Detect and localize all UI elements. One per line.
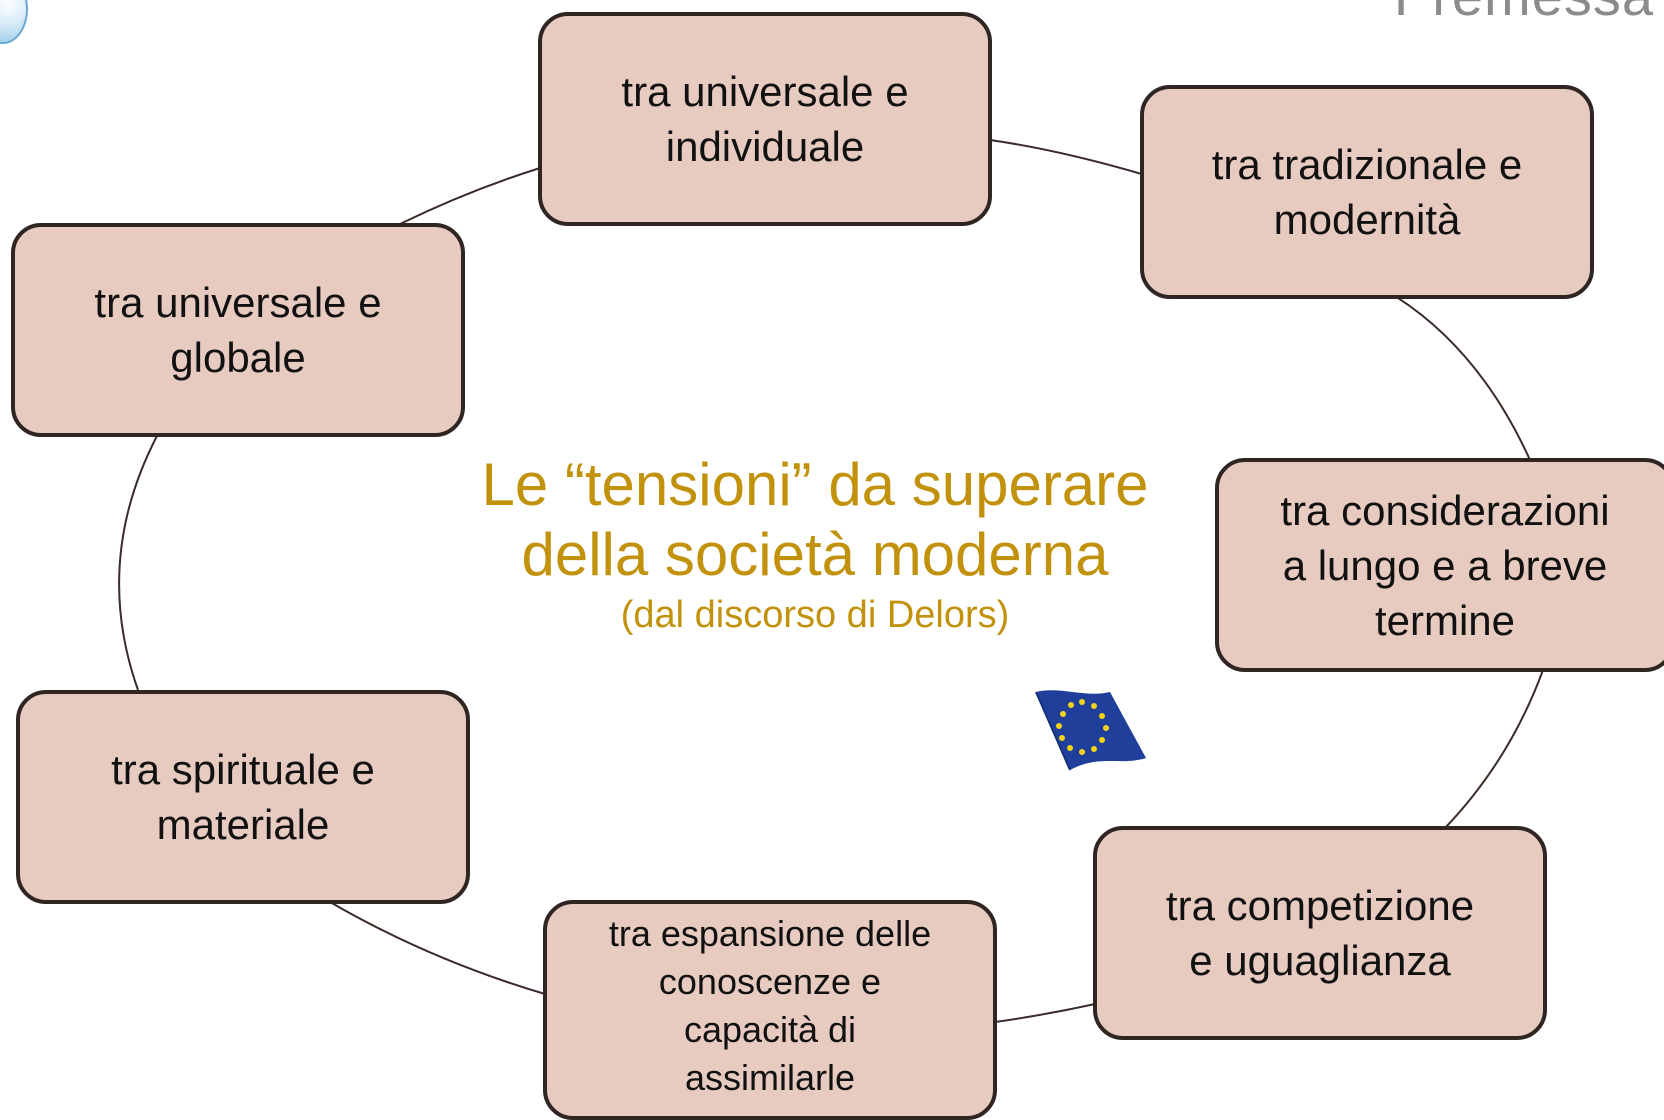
connector-considerazioni-competizione bbox=[1444, 669, 1544, 829]
connector-competizione-espansione bbox=[994, 1003, 1096, 1023]
node-competizione-uguaglianza: tra competizione e uguaglianza bbox=[1093, 826, 1547, 1040]
node-considerazioni-termine: tra considerazioni a lungo e a breve ter… bbox=[1215, 458, 1664, 672]
connector-globale-individuale bbox=[399, 167, 541, 225]
connector-espansione-spirituale bbox=[329, 901, 546, 995]
node-spirituale-materiale: tra spirituale e materiale bbox=[16, 690, 470, 904]
connector-tradizionale-considerazioni bbox=[1394, 295, 1531, 461]
node-tradizionale-modernita: tra tradizionale e modernità bbox=[1140, 85, 1594, 299]
eu-flag-icon bbox=[1035, 690, 1146, 771]
connector-spirituale-globale bbox=[118, 433, 159, 691]
center-subtitle: (dal discorso di Delors) bbox=[620, 594, 1010, 636]
connector-individuale-tradizionale bbox=[989, 139, 1146, 176]
node-espansione-conoscenze: tra espansione delle conoscenze e capaci… bbox=[543, 900, 997, 1120]
slide-title: Premessa bbox=[1394, 0, 1654, 26]
node-universale-individuale: tra universale e individuale bbox=[538, 12, 992, 226]
center-title: Le “tensioni” da superare della società … bbox=[481, 451, 1149, 588]
node-universale-globale: tra universale e globale bbox=[11, 223, 465, 437]
